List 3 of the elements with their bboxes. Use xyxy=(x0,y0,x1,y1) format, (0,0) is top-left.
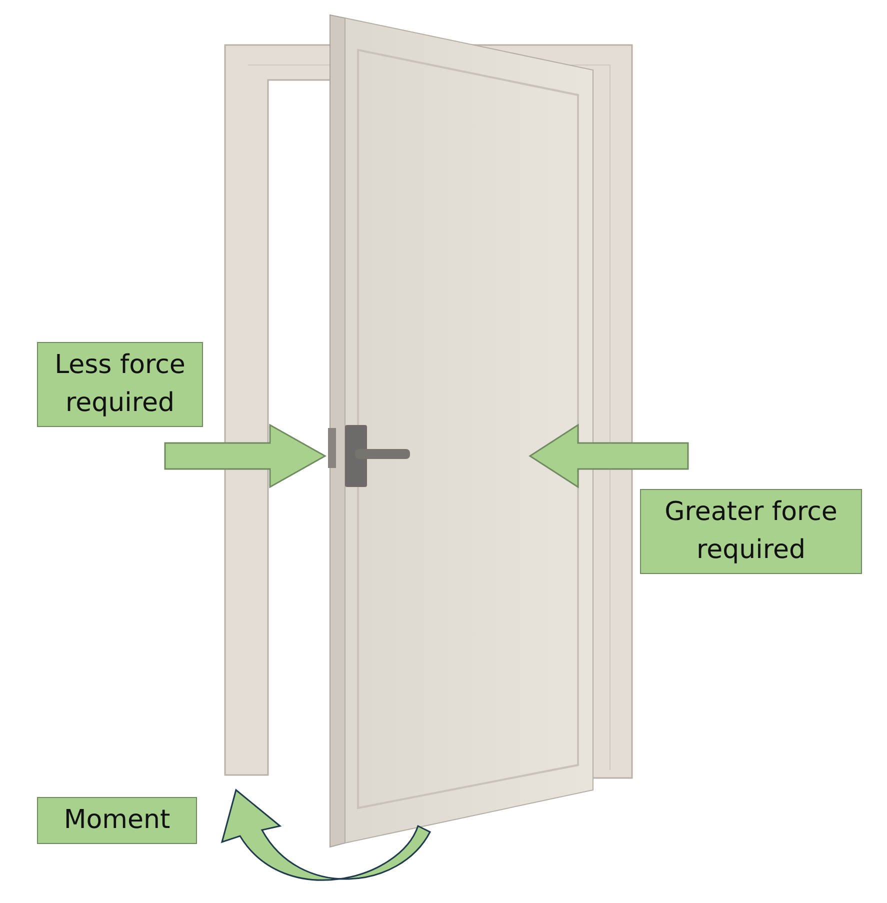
label-box: Greater force required xyxy=(640,489,862,574)
label-box: Less force required xyxy=(37,342,203,427)
label-box: Moment xyxy=(37,797,197,844)
